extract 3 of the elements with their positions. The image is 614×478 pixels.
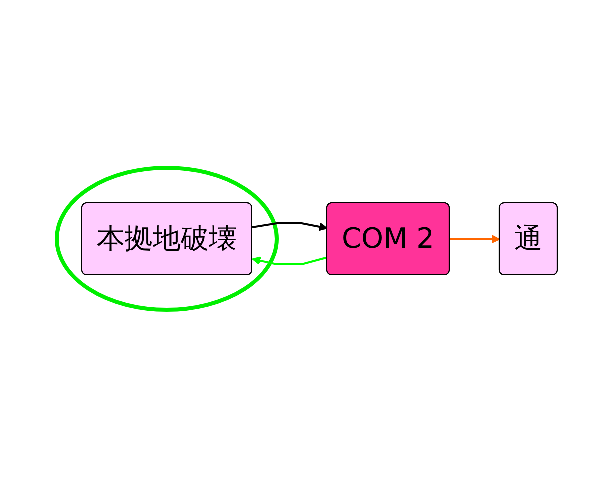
arrow bbox=[450, 234, 500, 244]
arrow bbox=[252, 256, 328, 266]
arrow bbox=[252, 222, 328, 232]
